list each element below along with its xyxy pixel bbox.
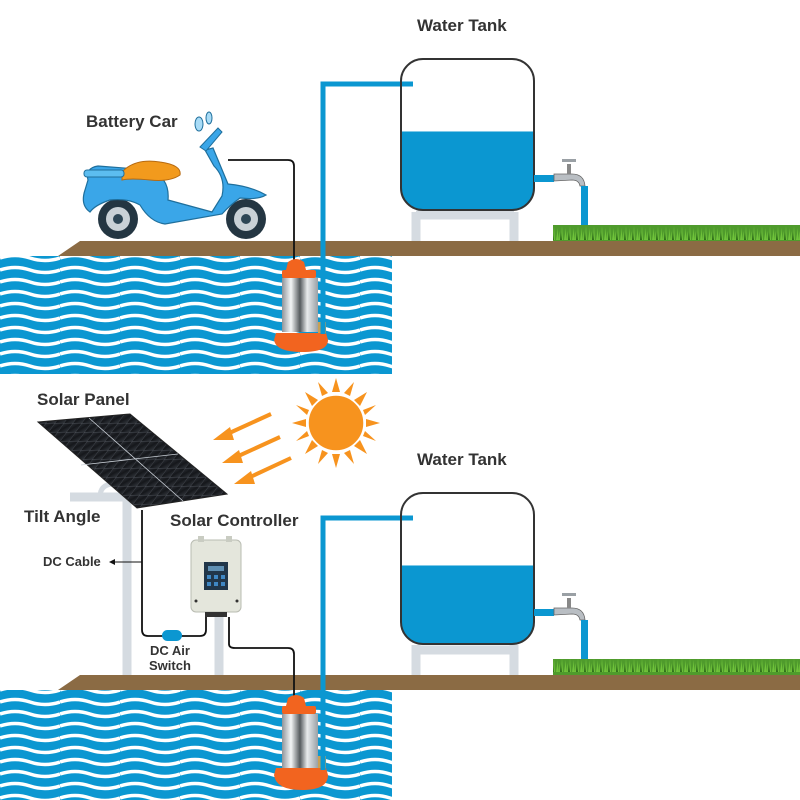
solar-controller	[190, 536, 242, 617]
water-stream-bottom	[581, 620, 588, 664]
top-scene	[0, 58, 800, 374]
pump-cable-bottom	[228, 617, 295, 700]
battery-car-scooter	[82, 111, 268, 239]
label-solar-panel: Solar Panel	[37, 390, 130, 409]
water-tank-bottom	[400, 492, 535, 645]
water-stream-top	[581, 186, 588, 230]
power-cable-top	[228, 159, 295, 264]
tank-water-fill-top	[401, 131, 534, 210]
label-dc-air-switch: DC Air Switch	[149, 643, 191, 673]
faucet-icon-top	[553, 159, 586, 187]
grass-top	[553, 225, 800, 241]
label-tilt-angle: Tilt Angle	[24, 507, 101, 526]
bottom-scene	[0, 378, 800, 800]
ground-top	[58, 241, 800, 256]
water-source-top	[0, 256, 392, 374]
faucet-icon-bottom	[553, 593, 586, 621]
tank-stand-top	[411, 210, 519, 241]
outlet-pipe-bottom	[320, 515, 413, 770]
tank-water-fill-bottom	[401, 565, 534, 644]
solar-panel	[36, 413, 229, 509]
outlet-pipe-top	[320, 81, 413, 334]
sunlight-arrows	[213, 412, 292, 484]
water-source-bottom	[0, 690, 392, 800]
label-battery-car: Battery Car	[86, 112, 178, 131]
label-water-tank-bottom: Water Tank	[417, 450, 507, 469]
label-dc-cable: DC Cable	[43, 554, 101, 569]
submersible-pump-top	[274, 259, 328, 352]
sun-icon	[292, 378, 380, 468]
submersible-pump-bottom	[274, 695, 328, 790]
tank-outlet-pipe-top	[534, 175, 554, 182]
label-solar-controller: Solar Controller	[170, 511, 299, 530]
tank-stand-bottom	[411, 645, 519, 675]
grass-bottom	[553, 659, 800, 675]
ground-bottom	[58, 675, 800, 690]
water-tank-top	[400, 58, 535, 211]
label-water-tank-top: Water Tank	[417, 16, 507, 35]
label-dc-air-switch-line1: DC Air	[149, 643, 190, 658]
tank-outlet-pipe-bottom	[534, 609, 554, 616]
dc-air-switch	[162, 630, 182, 641]
label-dc-air-switch-line2: Switch	[149, 658, 191, 673]
